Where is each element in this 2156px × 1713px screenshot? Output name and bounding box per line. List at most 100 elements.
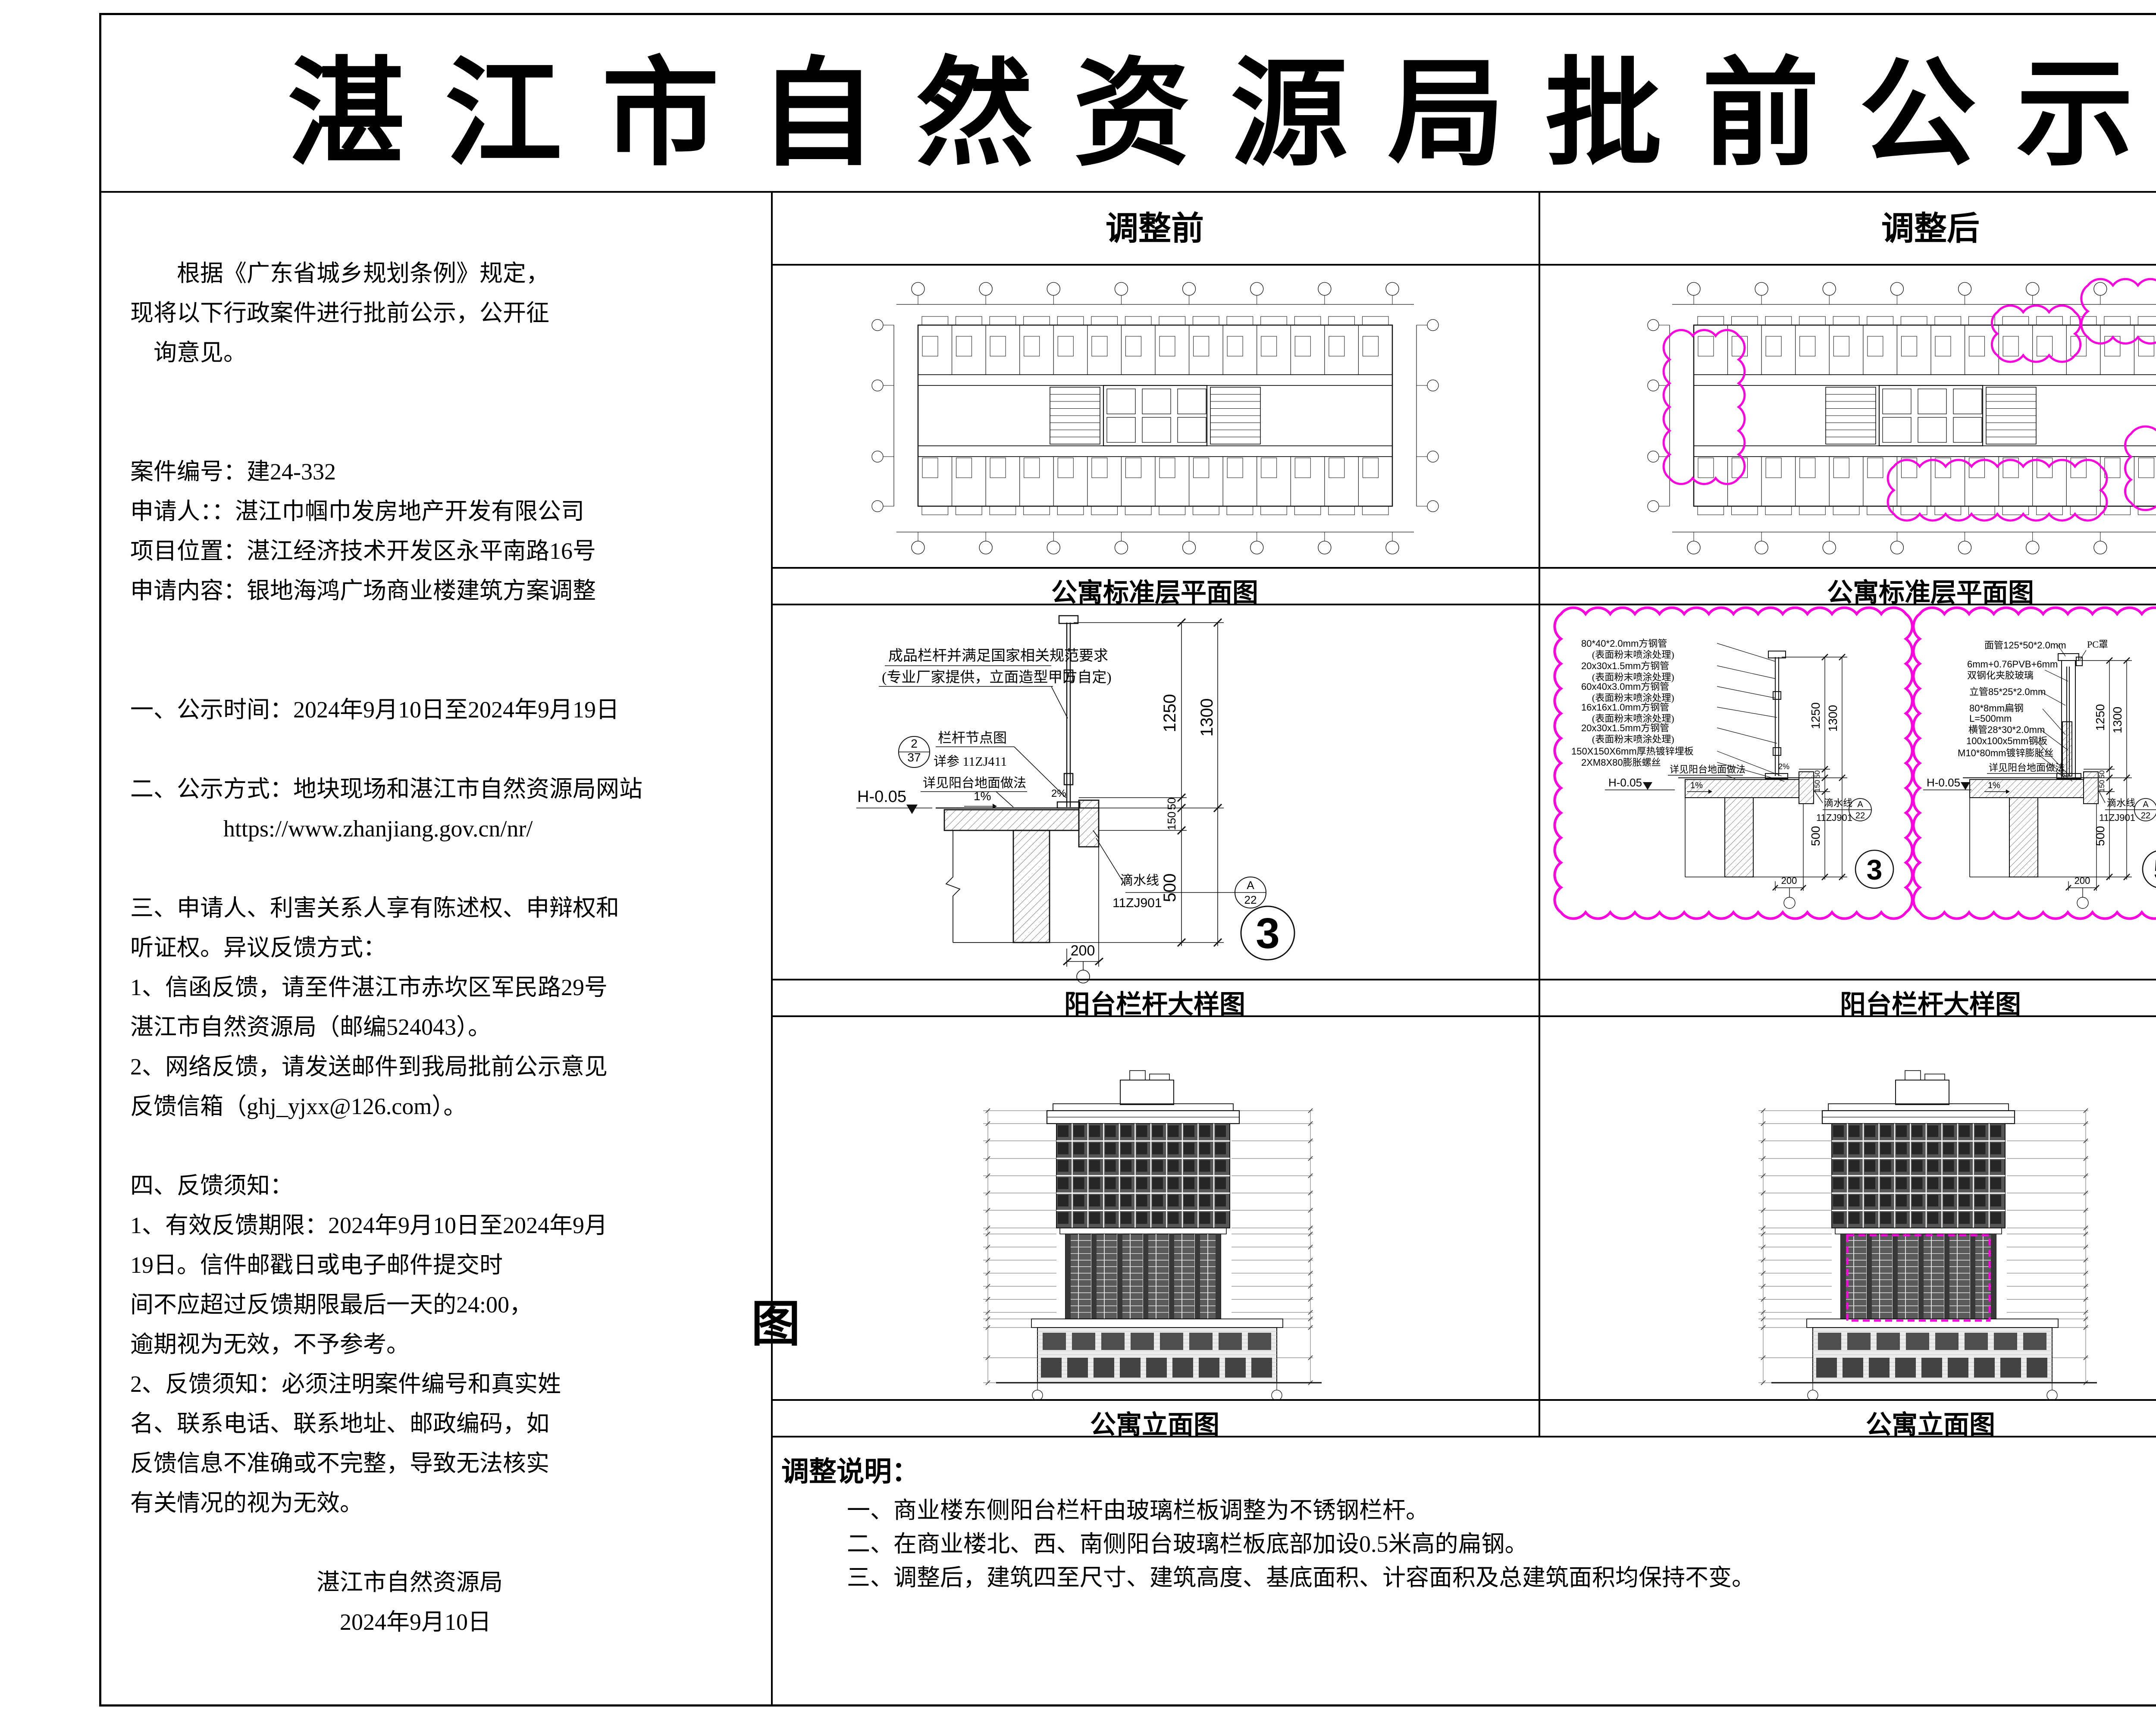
elevation-caption-top-line	[771, 1399, 2156, 1401]
d5-mat6: 100x100x5mm钢板	[1966, 736, 2047, 746]
d3-mat5-sub: (表面粉末喷涂处理)	[1592, 734, 1674, 745]
d3-mat4: 16x16x1.0mm方钢管	[1581, 702, 1669, 713]
floor-plan-drawing	[871, 282, 1439, 554]
node-label: 栏杆节点图	[938, 730, 1007, 745]
caption-plan-after: 公寓标准层平面图	[1827, 579, 2034, 607]
d5-floor-note: 详见阳台地面做法	[1989, 762, 2065, 773]
d3-dim1250: 1250	[1809, 702, 1822, 729]
page-title: 湛江市自然资源局批前公示	[287, 48, 2156, 179]
d5-mat5: 横管28*30*2.0mm	[1968, 724, 2045, 735]
d3-drip: 滴水线	[1824, 798, 1852, 808]
caption-plan-before: 公寓标准层平面图	[1051, 579, 1258, 607]
dim-1250: 1250	[1160, 694, 1179, 733]
caption-elevation-before: 公寓立面图	[1090, 1411, 1219, 1439]
d5-mat7: M10*80mm镀锌膨胀丝	[1958, 748, 2053, 758]
slope-2: 2%	[1051, 788, 1066, 799]
detail5-leader-lines	[2036, 645, 2087, 782]
d5-slope1: 1%	[1988, 781, 2000, 790]
d3-mat1-sub: (表面粉末喷涂处理)	[1592, 649, 1674, 660]
railing-details-after: 80*40*2.0mm方钢管 (表面粉末喷涂处理) 20x30x1.5mm方钢管…	[1553, 606, 2156, 920]
d3-mat2: 20x30x1.5mm方钢管	[1581, 661, 1669, 671]
detail5-dimensions	[1923, 657, 2156, 909]
d3-mat6: 150X150X6mm厚热镀锌埋板	[1571, 746, 1694, 757]
column-divider	[1539, 191, 1540, 1437]
d5-drip-top: A	[2143, 800, 2149, 809]
detail-number-3: 3	[1256, 909, 1280, 958]
d5-drip: 滴水线	[2107, 798, 2135, 808]
level-label: H-0.05	[857, 788, 906, 806]
d5-pc-label: PC罩	[2087, 639, 2108, 650]
sheet-border-left	[99, 13, 101, 1707]
d5-dim50: 50	[2098, 770, 2106, 779]
d3-drip-top: A	[1857, 800, 1863, 809]
sheet-border-bottom	[99, 1704, 2156, 1707]
left-panel-divider	[771, 191, 773, 1707]
dim-1300: 1300	[1197, 698, 1216, 737]
adjustment-note-2: 二、在商业楼北、西、南侧阳台玻璃栏板底部加设0.5米高的扁钢。	[847, 1531, 1528, 1557]
d3-mat5: 20x30x1.5mm方钢管	[1581, 723, 1669, 733]
adjustment-note-3: 三、调整后，建筑四至尺寸、建筑高度、基底面积、计容面积及总建筑面积均保持不变。	[847, 1565, 1755, 1591]
caption-elevation-after: 公寓立面图	[1866, 1411, 1995, 1439]
d3-slope2: 2%	[1778, 762, 1789, 771]
d5-dim1300: 1300	[2111, 707, 2124, 733]
d3-drip-bottom: 22	[1855, 811, 1865, 820]
stray-caption-fragment: 图	[751, 1297, 801, 1352]
sheet-border-top	[99, 13, 2156, 15]
elevation-before	[983, 1070, 1322, 1401]
railing-detail-before: 成品栏杆并满足国家相关规范要求 (专业厂家提供，立面造型甲方自定) 2 37 栏…	[856, 615, 1295, 983]
detail3-geometry	[1678, 651, 1814, 877]
d3-dim150: 150	[1813, 780, 1821, 792]
node-circle-top: 2	[911, 737, 918, 750]
d5-number: 5	[2154, 854, 2156, 886]
node-ref: 详参 11ZJ411	[934, 755, 1007, 769]
d3-mat1: 80*40*2.0mm方钢管	[1581, 638, 1667, 649]
d5-level: H-0.05	[1927, 776, 1960, 789]
adjustment-highlight-box	[1846, 1234, 1991, 1322]
floor-plan-before	[871, 282, 1439, 554]
dim-50: 50	[1165, 798, 1178, 810]
adjustment-note-1: 一、商业楼东侧阳台栏杆由玻璃栏板调整为不锈钢栏杆。	[847, 1497, 1429, 1523]
elevation-caption-bottom-line	[771, 1436, 2156, 1437]
d5-drip-bottom: 22	[2141, 811, 2150, 820]
d3-dim500: 500	[1809, 826, 1822, 846]
floor-note: 详见阳台地面做法	[923, 776, 1026, 790]
d3-dim50: 50	[1813, 770, 1821, 779]
d3-mat7: 2XM8X80膨胀螺丝	[1581, 757, 1661, 768]
d5-mat1: 面管125*50*2.0mm	[1984, 640, 2066, 651]
revision-cloud-borders	[1553, 606, 2156, 920]
floor-plan-drawing	[1647, 282, 2156, 554]
d3-number: 3	[1867, 854, 1883, 886]
d5-mat2: 6mm+0.76PVB+6mm	[1967, 659, 2058, 670]
d3-mat3: 60x40x3.0mm方钢管	[1581, 681, 1669, 692]
d3-slope1: 1%	[1690, 781, 1703, 790]
adjustment-notes-heading: 调整说明：	[781, 1456, 919, 1487]
notice-body-text: 根据《广东省城乡规划条例》规定， 现将以下行政案件进行批前公示，公开征 询意见。…	[130, 260, 642, 1635]
plan-caption-top-line	[771, 567, 2156, 569]
elevation-after	[1758, 1070, 2097, 1401]
dim-150: 150	[1165, 811, 1178, 830]
d5-dim1250: 1250	[2093, 704, 2107, 731]
floor-plan-after	[1647, 278, 2156, 554]
railing-before-geometry	[936, 615, 1100, 943]
d3-floor-note: 详见阳台地面做法	[1670, 764, 1745, 775]
d3-mat2-sub: (表面粉末喷涂处理)	[1592, 672, 1674, 683]
detail3-leader-lines	[1717, 643, 1785, 782]
caption-railing-after: 阳台栏杆大样图	[1840, 990, 2021, 1019]
plan-caption-bottom-line	[771, 604, 2156, 605]
dim-500: 500	[1160, 874, 1179, 902]
column-header-after: 调整后	[1881, 211, 1980, 247]
elevation-drawing	[1758, 1070, 2097, 1401]
node-circle-bottom: 37	[907, 751, 921, 764]
d3-dim1300: 1300	[1826, 705, 1839, 732]
d5-dim150: 150	[2098, 780, 2106, 792]
d3-mat4-sub: (表面粉末喷涂处理)	[1592, 713, 1674, 724]
railing-caption-top-line	[771, 979, 2156, 980]
dim-200: 200	[1071, 943, 1095, 959]
d5-mat2-sub: 双钢化夹胶玻璃	[1967, 670, 2034, 681]
slope-1: 1%	[974, 789, 991, 803]
note-finished-railing: 成品栏杆并满足国家相关规范要求	[888, 648, 1108, 664]
d3-level: H-0.05	[1608, 776, 1642, 789]
d5-drip-ref: 11ZJ901	[2099, 812, 2135, 823]
d3-dim200: 200	[1781, 875, 1797, 886]
